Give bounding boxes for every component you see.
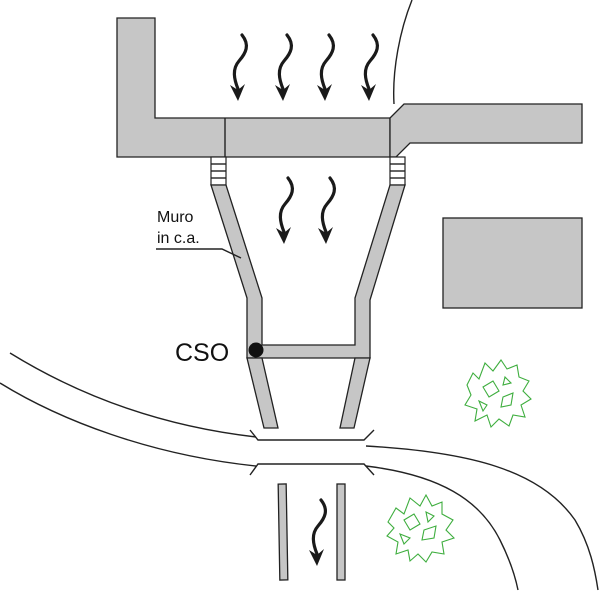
- steps-left: [210, 156, 227, 186]
- bridge: [249, 429, 375, 476]
- tree-icon: [464, 359, 532, 429]
- wall-label-line1: Muro: [157, 209, 194, 226]
- flow-arrow-icon: [316, 176, 337, 246]
- flow-arrow-icon: [228, 33, 249, 103]
- boundary-curve: [392, 0, 413, 105]
- flow-arrow-icon: [359, 33, 380, 103]
- channel-wall-left: [246, 357, 279, 429]
- flow-arrow-icon: [274, 176, 295, 246]
- top-wall-right: [389, 103, 583, 158]
- funnel-wall-left: [210, 184, 406, 359]
- tree-icon: [386, 493, 456, 563]
- cso-point: [248, 342, 264, 358]
- road-edge-bottom-left: [0, 382, 257, 467]
- wall-label-line2: in c.a.: [157, 230, 200, 247]
- top-wall-left: [116, 17, 391, 158]
- flow-arrow-icon: [315, 33, 336, 103]
- channel-wall-right: [339, 357, 371, 429]
- road-edge-top-right: [365, 445, 599, 591]
- building: [442, 217, 583, 309]
- road-edge-top-left: [9, 352, 257, 438]
- pipe-right: [336, 483, 346, 581]
- pipe-left: [277, 483, 289, 581]
- flow-arrow-icon: [273, 33, 294, 103]
- road-edge-bottom-right: [365, 465, 519, 591]
- wall-label-leader: [156, 248, 242, 259]
- flow-arrow-icon: [307, 498, 328, 568]
- cso-label: CSO: [175, 339, 229, 367]
- steps-right: [389, 156, 406, 186]
